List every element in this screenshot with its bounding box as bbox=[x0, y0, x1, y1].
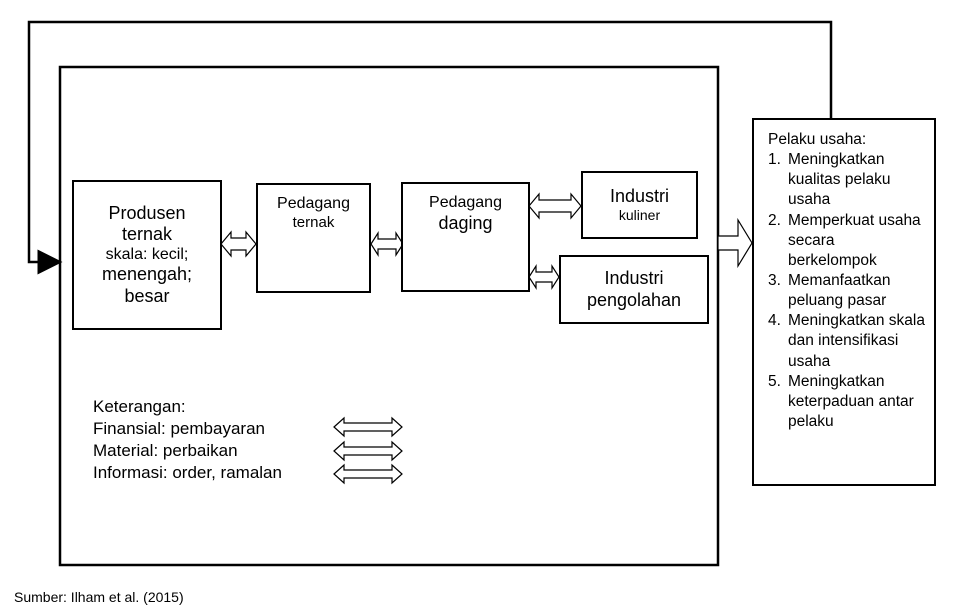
list-text: Meningkatkan kualitas pelaku usaha bbox=[788, 151, 891, 209]
arrow-to-pelaku bbox=[717, 217, 753, 269]
list-number: 2. bbox=[768, 211, 781, 229]
list-item: 1. Meningkatkan kualitas pelaku usaha bbox=[768, 150, 926, 210]
pelaku-usaha-title: Pelaku usaha: bbox=[768, 131, 867, 148]
node-label: menengah; bbox=[101, 264, 193, 285]
node-label: pengolahan bbox=[586, 289, 682, 310]
node-label: kuliner bbox=[618, 207, 661, 224]
list-text: Meningkatkan keterpaduan antar pelaku bbox=[788, 372, 914, 430]
system-frame bbox=[58, 65, 720, 567]
arrow-produsen-pedagang-ternak bbox=[220, 230, 257, 258]
node-label: daging bbox=[438, 212, 493, 233]
node-industri-kuliner: Industri kuliner bbox=[581, 171, 698, 239]
list-number: 1. bbox=[768, 151, 781, 169]
list-item: 3. Memanfaatkan peluang pasar bbox=[768, 271, 926, 311]
legend-arrow-information bbox=[333, 463, 403, 485]
list-number: 5. bbox=[768, 372, 781, 390]
legend-title: Keterangan: bbox=[93, 397, 186, 416]
list-text: Memperkuat usaha secara berkelompok bbox=[788, 211, 921, 269]
arrow-pedagang-ternak-daging bbox=[370, 230, 404, 258]
node-label: ternak bbox=[292, 213, 335, 231]
source-caption: Sumber: Ilham et al. (2015) bbox=[14, 589, 184, 605]
node-label: besar bbox=[124, 285, 170, 306]
legend-financial: Finansial: pembayaran bbox=[93, 419, 265, 438]
node-label: Industri bbox=[604, 268, 664, 289]
node-industri-pengolahan: Industri pengolahan bbox=[559, 255, 709, 324]
legend-arrow-financial bbox=[333, 416, 403, 438]
feedback-loop-line bbox=[27, 20, 833, 275]
node-label: ternak bbox=[121, 224, 173, 245]
pelaku-usaha-panel: Pelaku usaha: 1. Meningkatkan kualitas p… bbox=[752, 118, 936, 486]
list-item: 4. Meningkatkan skala dan intensifikasi … bbox=[768, 311, 926, 371]
arrow-daging-kuliner bbox=[528, 192, 582, 220]
node-label: skala: kecil; bbox=[105, 245, 189, 263]
node-produsen-ternak: Produsen ternak skala: kecil; menengah; … bbox=[72, 180, 222, 330]
node-pedagang-ternak: Pedagang ternak bbox=[256, 183, 371, 293]
node-label: Pedagang bbox=[429, 194, 502, 211]
arrow-daging-pengolahan bbox=[528, 263, 560, 291]
list-text: Meningkatkan skala dan intensifikasi usa… bbox=[788, 312, 925, 370]
list-number: 3. bbox=[768, 271, 781, 289]
node-pedagang-daging: Pedagang daging bbox=[401, 182, 530, 292]
node-label: Produsen bbox=[108, 203, 186, 224]
pelaku-usaha-list: 1. Meningkatkan kualitas pelaku usaha 2.… bbox=[768, 150, 926, 432]
legend-arrow-material bbox=[333, 440, 403, 462]
node-label: Industri bbox=[609, 186, 670, 207]
legend: Keterangan: Finansial: pembayaran Materi… bbox=[93, 396, 282, 484]
list-number: 4. bbox=[768, 312, 781, 330]
legend-information: Informasi: order, ramalan bbox=[93, 463, 282, 482]
legend-material: Material: perbaikan bbox=[93, 441, 238, 460]
list-item: 5. Meningkatkan keterpaduan antar pelaku bbox=[768, 372, 926, 432]
list-item: 2. Memperkuat usaha secara berkelompok bbox=[768, 211, 926, 271]
list-text: Memanfaatkan peluang pasar bbox=[788, 271, 891, 310]
node-label: Pedagang bbox=[277, 195, 350, 212]
